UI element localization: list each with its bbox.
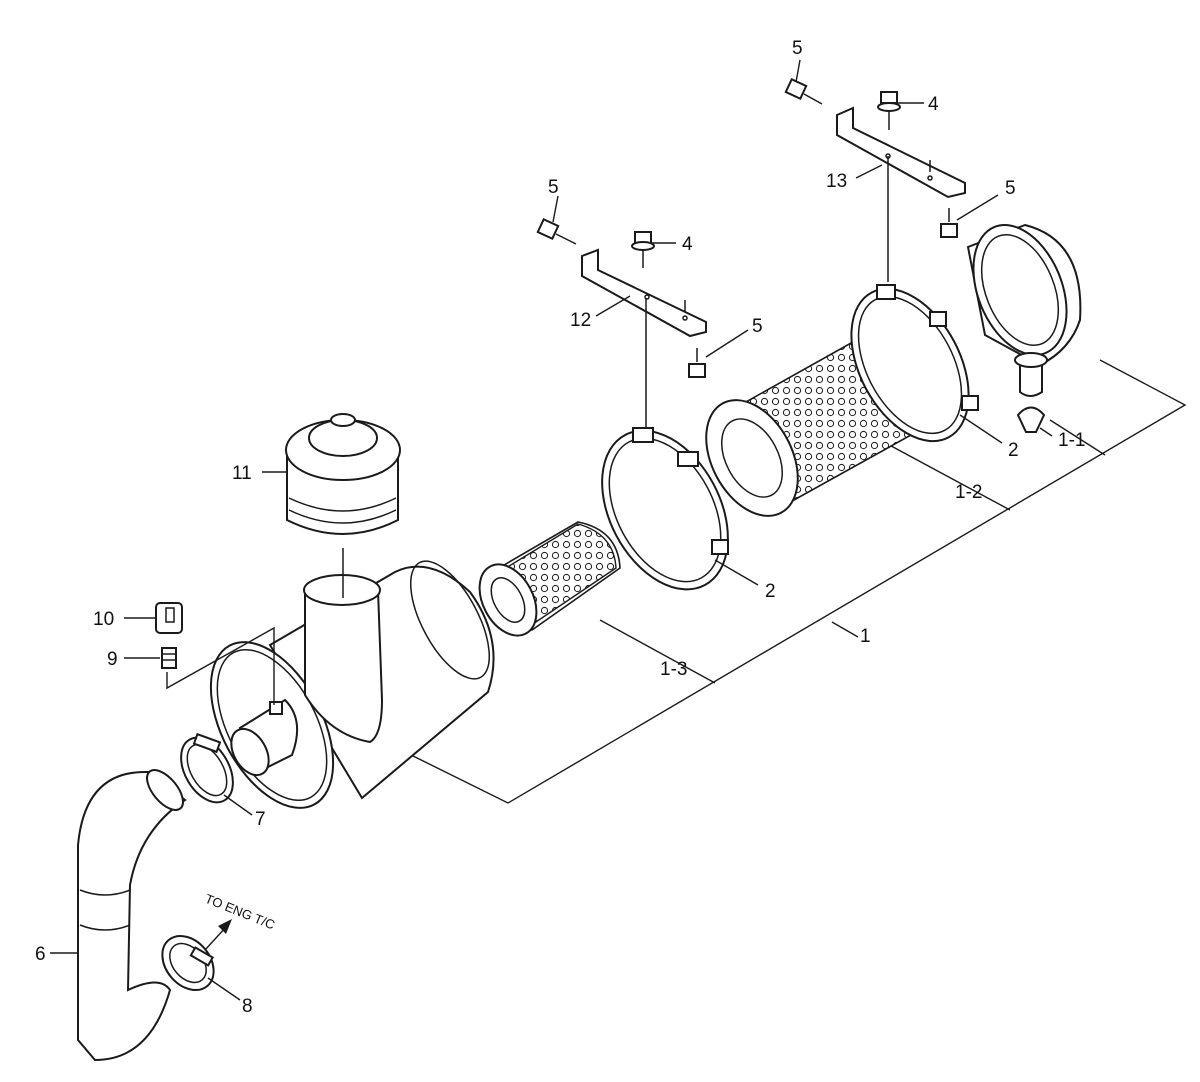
end-cover-1-1 (966, 223, 1082, 433)
clamp-band-2-front (601, 427, 729, 591)
precleaner-cap (285, 413, 401, 598)
label-10: 10 (93, 609, 114, 630)
hose-clamp-8 (161, 935, 215, 991)
label-4-b: 4 (928, 94, 939, 115)
label-4-a: 4 (682, 234, 693, 255)
clamp-band-2-rear (850, 284, 979, 443)
leader-5-c (795, 59, 801, 83)
mounting-bracket-13 (836, 106, 966, 282)
air-cleaner-housing (209, 560, 495, 809)
bolt-5-upper-left (536, 217, 577, 245)
leader-2-front (714, 559, 759, 586)
hose-clamp-7 (180, 732, 234, 804)
assembly-bracket-1 (404, 359, 1187, 804)
leader-13 (855, 164, 883, 179)
bolt-4-left (631, 231, 655, 268)
nut-5-left (688, 348, 706, 378)
leader-7 (223, 794, 253, 816)
label-1-2: 1-2 (955, 482, 982, 503)
label-7: 7 (255, 809, 266, 830)
leader-1 (831, 621, 859, 638)
label-6: 6 (35, 944, 46, 965)
mounting-bracket-12 (581, 248, 707, 428)
label-5-a: 5 (548, 177, 559, 198)
label-1: 1 (860, 626, 871, 647)
leader-1-3-bracket (599, 619, 716, 684)
flow-arrow (204, 919, 232, 951)
leader-1-2-bracket (879, 439, 1011, 511)
leader-5-a (552, 195, 559, 223)
label-8: 8 (242, 996, 253, 1017)
label-5-c: 5 (792, 38, 803, 59)
label-5-b: 5 (752, 316, 763, 337)
intake-hose (77, 769, 187, 1062)
nut-5-right (940, 208, 958, 238)
label-1-3: 1-3 (660, 659, 687, 680)
restriction-indicator (155, 602, 275, 705)
leader-8 (207, 977, 241, 1001)
leader-12 (595, 295, 631, 317)
label-1-1: 1-1 (1058, 430, 1085, 451)
flow-annotation: TO ENG T/C (203, 891, 277, 933)
leader-1-1 (1039, 427, 1053, 437)
bolt-5-upper-right (784, 77, 823, 105)
bolt-4-right (877, 91, 901, 130)
leader-5-b (705, 329, 749, 358)
leader-2-rear (959, 414, 1003, 444)
label-13: 13 (826, 171, 847, 192)
leader-1-1-bracket (1049, 419, 1106, 456)
label-12: 12 (570, 310, 591, 331)
label-2-rear: 2 (1008, 440, 1019, 461)
label-11: 11 (232, 463, 252, 484)
safety-element-1-3 (478, 521, 621, 637)
label-5-d: 5 (1005, 178, 1016, 199)
leader-5-d (956, 194, 999, 221)
label-9: 9 (107, 649, 118, 670)
label-2-front: 2 (765, 581, 776, 602)
